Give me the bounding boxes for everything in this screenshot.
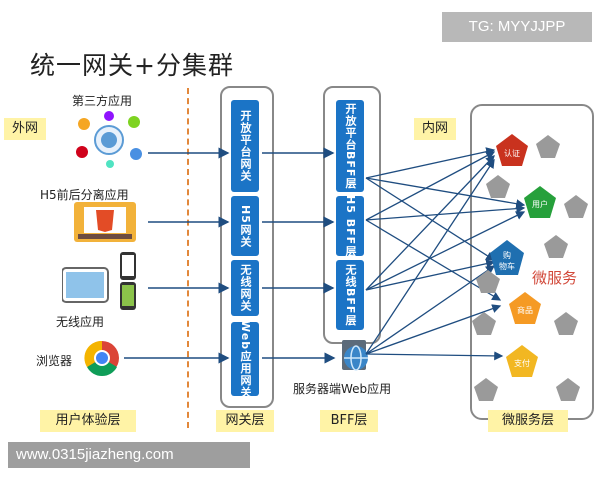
gateway-open-platform: 开放平台网关 (231, 100, 259, 192)
svg-text:用户: 用户 (532, 199, 548, 209)
third-party-apps-icon (76, 111, 142, 168)
microservice-product: 商品 (509, 292, 541, 324)
client-label-mobile: 无线应用 (56, 315, 105, 329)
bff-open-platform: 开放平台BFF层 (336, 100, 364, 192)
arrows-to-microservices (365, 147, 526, 361)
layer-bff: BFF层 (320, 410, 378, 432)
microservices-label: 微服务 (532, 269, 577, 287)
svg-text:购: 购 (503, 250, 511, 260)
svg-text:商品: 商品 (517, 305, 533, 315)
bff-h5: H5 BFF层 (336, 195, 364, 257)
gateway-web: Web应用网关 (231, 320, 259, 398)
microservice-cart: 购 物车 (490, 240, 524, 275)
client-label-h5: H5前后分离应用 (40, 188, 129, 202)
layer-user-experience: 用户体验层 (40, 410, 136, 432)
placeholder-services (472, 135, 588, 401)
site-watermark: www.0315jiazheng.com (8, 442, 250, 468)
web-server-label: 服务器端Web应用 (293, 382, 392, 396)
client-label-third-party: 第三方应用 (72, 94, 133, 108)
microservice-user: 用户 (524, 186, 556, 218)
page-title: 统一网关+分集群 (30, 51, 234, 80)
microservice-auth: 认证 (496, 134, 528, 166)
mobile-devices-icon (62, 252, 136, 310)
svg-text:支付: 支付 (514, 358, 530, 368)
web-server-icon (342, 340, 368, 371)
zone-outer-tag: 外网 (4, 118, 46, 140)
layer-gateway: 网关层 (216, 410, 274, 432)
gateway-group-frame (220, 86, 274, 408)
zone-inner-tag: 内网 (414, 118, 456, 140)
gateway-h5: H5网关 (231, 196, 259, 256)
network-divider (187, 88, 189, 428)
chrome-icon (84, 340, 119, 376)
microservice-pay: 支付 (506, 345, 538, 377)
gateway-mobile: 无线网关 (231, 260, 259, 316)
bff-mobile: 无线BFF层 (336, 260, 364, 330)
svg-text:物车: 物车 (499, 261, 515, 271)
svg-text:认证: 认证 (504, 148, 520, 158)
tg-badge: TG: MYYJJPP (442, 12, 592, 42)
layer-microservice: 微服务层 (488, 410, 568, 432)
html5-icon (74, 202, 136, 242)
client-label-browser: 浏览器 (36, 354, 73, 368)
